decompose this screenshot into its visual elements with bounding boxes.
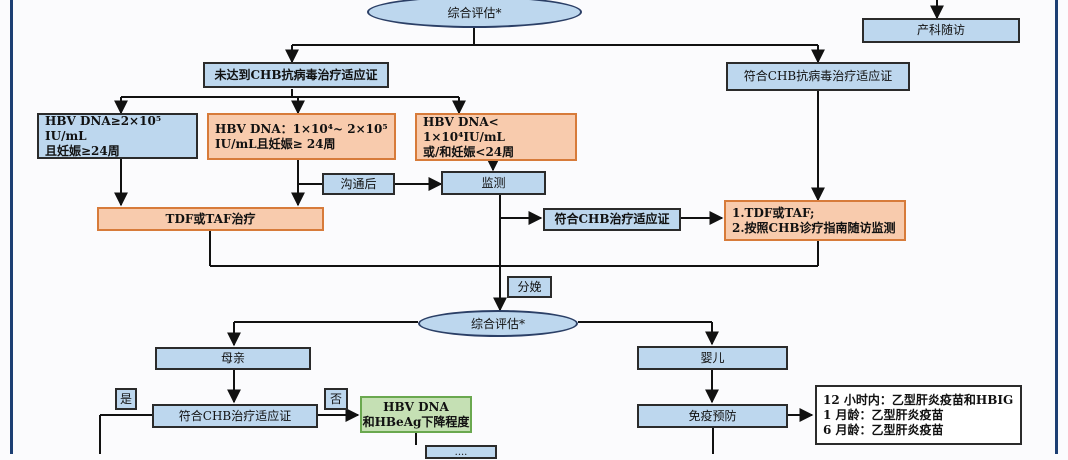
- infant-box: 婴儿: [637, 346, 788, 370]
- indicated-box: 符合CHB抗病毒治疗适应证: [726, 62, 910, 91]
- hbv-low-box: HBV DNA< 1×10⁴IU/mL 或/和妊娠<24周: [415, 113, 577, 161]
- hbv-decline-line2: 和HBeAg下降程度: [362, 414, 470, 429]
- mother-label: 母亲: [220, 351, 245, 365]
- hbv-low-line1: HBV DNA< 1×10⁴IU/mL: [423, 114, 505, 144]
- immunization-label: 免疫预防: [688, 408, 737, 423]
- tdf-taf-label: TDF或TAF治疗: [165, 211, 256, 226]
- top-eval-ellipse: 综合评估*: [367, 0, 582, 28]
- hbv-high-line2: 且妊娠≥24周: [45, 143, 120, 158]
- treatment-plan-box: 1.TDF或TAF; 2.按照CHB诊疗指南随访监测: [724, 200, 906, 241]
- no-label: 否: [329, 391, 342, 406]
- not-indicated-label: 未达到CHB抗病毒治疗适应证: [214, 67, 378, 82]
- hbv-low-line2: 或/和妊娠<24周: [423, 144, 515, 159]
- vaccine-line3: 6 月龄：乙型肝炎疫苗: [823, 422, 944, 437]
- mother-chb-box: 符合CHB治疗适应证: [152, 404, 318, 428]
- hbv-decline-box: HBV DNA 和HBeAg下降程度: [360, 396, 472, 433]
- hbv-decline-line1: HBV DNA: [383, 399, 449, 414]
- delivery-label: 分娩: [517, 279, 542, 294]
- indicated-label: 符合CHB抗病毒治疗适应证: [743, 69, 893, 83]
- treatment-plan-line1: 1.TDF或TAF;: [732, 205, 815, 220]
- meets-chb-box: 符合CHB治疗适应证: [543, 208, 681, 231]
- yes-box: 是: [115, 388, 137, 410]
- meets-chb-label: 符合CHB治疗适应证: [554, 212, 670, 226]
- monitor-label: 监测: [481, 175, 506, 190]
- delivery-box: 分娩: [507, 276, 552, 298]
- communicate-label: 沟通后: [340, 176, 377, 191]
- cut-off-label: ....: [454, 447, 468, 458]
- mother-chb-label: 符合CHB治疗适应证: [178, 408, 292, 423]
- cut-off-box: ....: [425, 445, 497, 459]
- hbv-high-line1: HBV DNA≥2×10⁵ IU/mL: [45, 113, 162, 143]
- hbv-high-box: HBV DNA≥2×10⁵ IU/mL 且妊娠≥24周: [37, 113, 198, 159]
- frame-border-left: [10, 0, 13, 454]
- hbv-mid-box: HBV DNA：1×10⁴~ 2×10⁵ IU/mL且妊娠≥ 24周: [207, 113, 396, 160]
- obstetric-followup-label: 产科随访: [916, 23, 965, 37]
- immunization-box: 免疫预防: [637, 404, 788, 428]
- communicate-box: 沟通后: [322, 173, 395, 195]
- hbv-mid-line2: IU/mL且妊娠≥ 24周: [215, 136, 336, 151]
- vaccine-schedule-box: 12 小时内：乙型肝炎疫苗和HBIG 1 月龄：乙型肝炎疫苗 6 月龄：乙型肝炎…: [815, 385, 1022, 445]
- bottom-eval-label: 综合评估*: [470, 317, 525, 331]
- tdf-taf-box: TDF或TAF治疗: [97, 207, 324, 231]
- hbv-mid-line1: HBV DNA：1×10⁴~ 2×10⁵: [215, 121, 388, 136]
- vaccine-line2: 1 月龄：乙型肝炎疫苗: [823, 407, 944, 422]
- top-eval-label: 综合评估*: [447, 5, 502, 20]
- frame-border-right: [1055, 0, 1058, 454]
- monitor-box: 监测: [441, 171, 546, 195]
- mother-box: 母亲: [155, 347, 311, 370]
- bottom-eval-ellipse: 综合评估*: [418, 310, 578, 337]
- infant-label: 婴儿: [700, 350, 725, 365]
- yes-label: 是: [119, 391, 132, 406]
- vaccine-line1: 12 小时内：乙型肝炎疫苗和HBIG: [823, 392, 1014, 407]
- obstetric-followup-box: 产科随访: [862, 18, 1020, 43]
- no-box: 否: [324, 388, 348, 410]
- not-indicated-box: 未达到CHB抗病毒治疗适应证: [203, 62, 389, 88]
- treatment-plan-line2: 2.按照CHB诊疗指南随访监测: [732, 220, 896, 235]
